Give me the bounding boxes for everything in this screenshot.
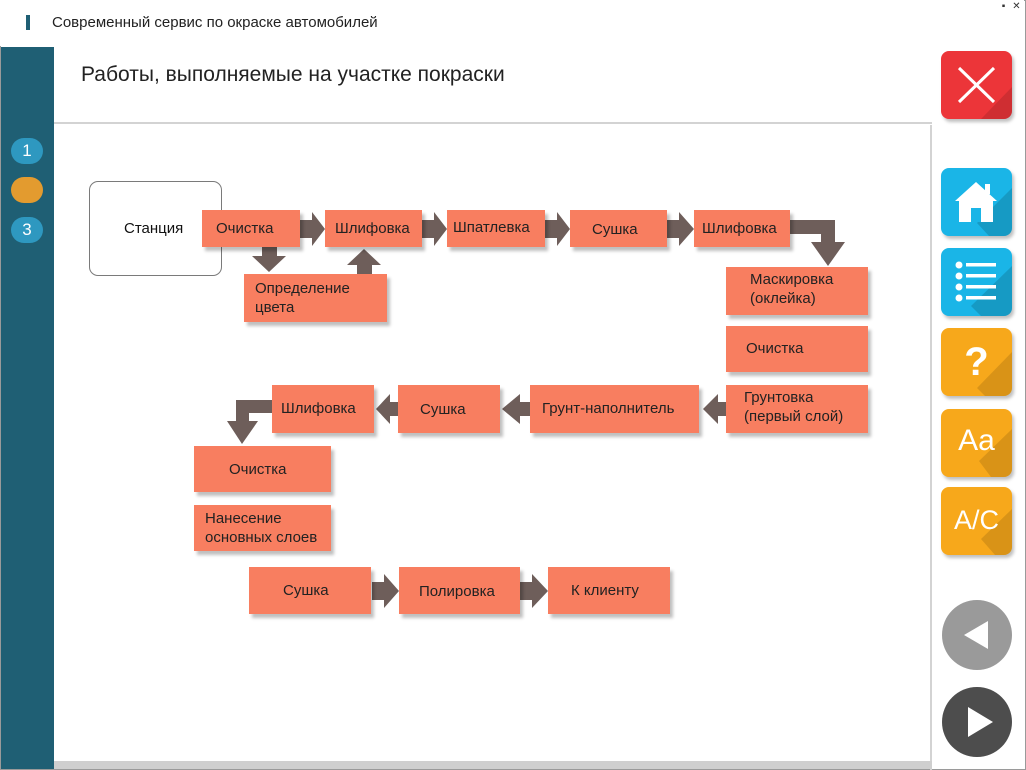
answers-button[interactable]: A/C <box>941 487 1012 555</box>
font-icon <box>979 429 1012 477</box>
step-label: Нанесение <box>205 510 282 527</box>
title-bar: Современный сервис по окраске автомобиле… <box>0 0 1024 46</box>
answers-label: A/C <box>953 505 999 535</box>
station-label: Станция <box>124 220 184 237</box>
step-polirovka: Полировка <box>399 567 520 614</box>
step-shlifovka-2: Шлифовка <box>694 210 790 247</box>
step-opredelenie-tsveta: Определение цвета <box>244 274 387 322</box>
step-maskirovka: Маскировка (оклейка) <box>726 267 868 315</box>
step-label: Очистка <box>229 461 287 478</box>
step-ochistka-3: Очистка <box>194 446 331 492</box>
step-ochistka-2: Очистка <box>726 326 868 372</box>
help-button[interactable]: ? <box>941 328 1012 396</box>
close-icon <box>957 66 1012 119</box>
step-label: К клиенту <box>571 582 639 599</box>
slide-1-button[interactable]: 1 <box>11 138 43 164</box>
help-label: ? <box>964 340 989 384</box>
divider <box>930 125 932 770</box>
next-button[interactable] <box>942 687 1012 757</box>
step-label: Грунт-наполнитель <box>542 400 675 417</box>
step-label: цвета <box>255 299 295 316</box>
slide-3-button[interactable]: 3 <box>11 217 43 243</box>
title-marker <box>26 15 30 30</box>
step-label: Шпатлевка <box>453 219 530 236</box>
window-close-button[interactable]: ✕ <box>1012 1 1021 12</box>
step-sushka-3: Сушка <box>249 567 371 614</box>
step-gruntovka: Грунтовка (первый слой) <box>726 385 868 433</box>
list-icon <box>955 261 1012 316</box>
step-label: Шлифовка <box>335 220 410 237</box>
prev-button[interactable] <box>942 600 1012 670</box>
window-title: Современный сервис по окраске автомобиле… <box>52 14 378 31</box>
step-shpatlevka: Шпатлевка <box>447 210 545 247</box>
step-label: Шлифовка <box>702 220 777 237</box>
close-button[interactable] <box>941 51 1012 119</box>
step-shlifovka-3: Шлифовка <box>272 385 374 433</box>
station-box: Станция <box>89 181 222 276</box>
page-header: Работы, выполняемые на участке покраски <box>54 47 932 124</box>
home-icon <box>955 182 1012 236</box>
step-label: Шлифовка <box>281 400 356 417</box>
step-label: Грунтовка <box>744 389 814 406</box>
step-label: Определение <box>255 280 350 297</box>
step-k-klientu: К клиенту <box>548 567 670 614</box>
step-label: Полировка <box>419 583 495 600</box>
step-ochistka: Очистка <box>202 210 300 247</box>
step-sushka-2: Сушка <box>398 385 500 433</box>
step-label: Сушка <box>592 221 638 238</box>
step-label: Сушка <box>420 401 466 418</box>
home-button[interactable] <box>941 168 1012 236</box>
step-label: Очистка <box>746 340 804 357</box>
step-shlifovka: Шлифовка <box>325 210 422 247</box>
page-title: Работы, выполняемые на участке покраски <box>81 63 505 86</box>
step-label: (первый слой) <box>744 408 844 425</box>
font-label: Aa <box>958 424 995 457</box>
step-grunt-napolnitel: Грунт-наполнитель <box>530 385 699 433</box>
contents-button[interactable] <box>941 248 1012 316</box>
font-size-button[interactable]: Aa <box>941 409 1012 477</box>
slide-sidebar: 1 3 <box>1 47 54 769</box>
slide-2-button-current[interactable] <box>11 177 43 203</box>
minimize-button[interactable]: ▪ <box>1001 1 1006 12</box>
step-label: основных слоев <box>205 529 318 546</box>
prev-icon <box>964 621 988 649</box>
step-nanesenie: Нанесение основных слоев <box>194 505 331 551</box>
step-label: Маскировка <box>750 271 834 288</box>
step-label: Сушка <box>283 582 329 599</box>
step-label: (оклейка) <box>750 290 816 307</box>
answers-icon <box>981 509 1012 555</box>
step-label: Очистка <box>216 220 274 237</box>
step-sushka: Сушка <box>570 210 667 247</box>
bottom-scrollbar <box>54 761 932 769</box>
help-icon <box>977 352 1012 396</box>
next-icon <box>968 707 993 737</box>
